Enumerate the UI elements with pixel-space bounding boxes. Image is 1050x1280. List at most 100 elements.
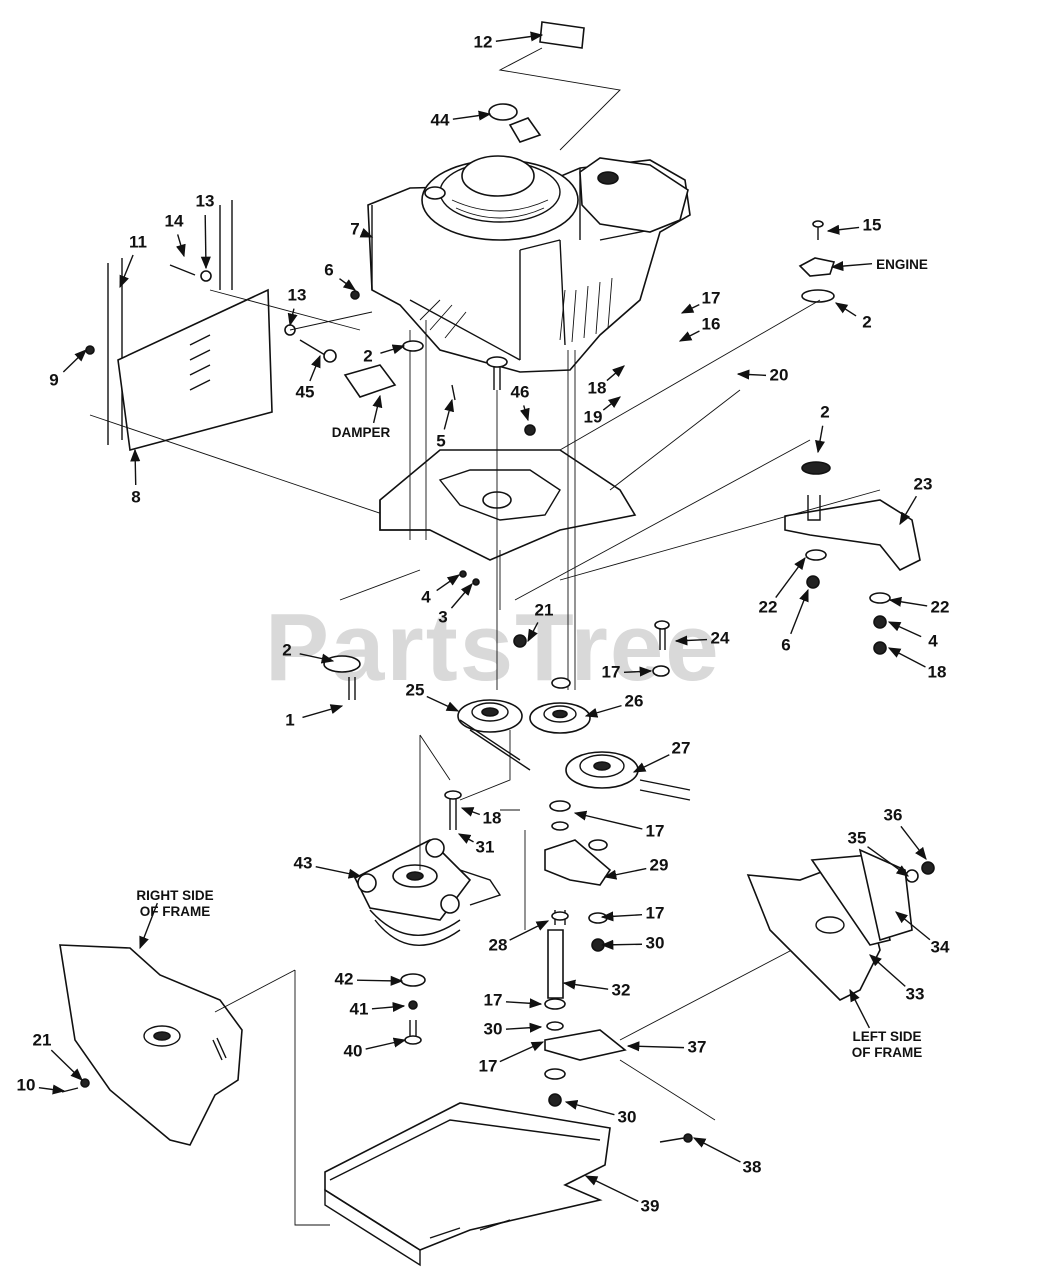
- engine-mounting-plate: [339, 290, 821, 690]
- part-number-c8: 8: [131, 487, 140, 506]
- leader-arrow-c11: [119, 254, 134, 289]
- part-number-c33: 33: [906, 984, 925, 1003]
- part-number-c3: 3: [438, 607, 447, 626]
- leader-arrow-c28: [509, 920, 550, 941]
- part-number-c15: 15: [863, 215, 882, 234]
- text-label-line: OF FRAME: [852, 1045, 923, 1060]
- leader-arrow-c25: [426, 695, 460, 712]
- idler-bracket: [514, 439, 921, 655]
- part-number-c17e: 17: [484, 990, 503, 1009]
- leader-arrow-c15: [826, 224, 860, 235]
- leader-arrow-c17b: [623, 666, 653, 677]
- part-number-c30c: 30: [618, 1107, 637, 1126]
- callout-layer: 1244713141161392455468152171618192022322…: [17, 31, 950, 1215]
- leader-arrow-c31: [457, 833, 474, 844]
- leader-arrow-c46: [519, 405, 530, 422]
- engine-assembly: [367, 21, 836, 390]
- idler-arm-assembly: [500, 800, 831, 1121]
- leader-arrow-c22b: [888, 596, 928, 607]
- leader-arrow-c19: [602, 396, 621, 411]
- part-number-c2c: 2: [820, 402, 829, 421]
- leader-arrow-c21b: [50, 1049, 83, 1081]
- leader-arrow-c8: [130, 448, 141, 486]
- part-number-c45: 45: [296, 382, 315, 401]
- leader-arrow-c6a: [339, 278, 357, 291]
- part-number-c46: 46: [511, 382, 530, 401]
- part-number-c22a: 22: [759, 597, 778, 616]
- part-number-c36: 36: [884, 805, 903, 824]
- part-number-c23: 23: [914, 474, 933, 493]
- part-number-c17a: 17: [702, 288, 721, 307]
- part-number-c7: 7: [350, 219, 359, 238]
- electric-clutch: [353, 730, 511, 1045]
- leader-arrow-c14: [175, 234, 186, 258]
- leader-arrow-c7: [359, 228, 374, 238]
- part-number-c9: 9: [49, 370, 58, 389]
- leader-arrow-c9: [62, 349, 87, 373]
- part-number-c30b: 30: [484, 1019, 503, 1038]
- part-number-c27: 27: [672, 738, 691, 757]
- part-number-c2d: 2: [282, 640, 291, 659]
- part-number-c14: 14: [165, 211, 184, 230]
- leader-arrow-c4a: [887, 621, 922, 638]
- leader-arrow-c17f: [499, 1041, 545, 1063]
- part-number-c42: 42: [335, 969, 354, 988]
- right-side-frame: [59, 944, 296, 1146]
- left-side-frame: [746, 848, 935, 1001]
- part-number-c32: 32: [612, 980, 631, 999]
- part-number-c41: 41: [350, 999, 369, 1018]
- leader-arrow-c2d: [299, 653, 335, 664]
- part-number-c2b: 2: [862, 312, 871, 331]
- leader-arrow-c13b: [287, 308, 298, 327]
- part-number-c18b: 18: [928, 662, 947, 681]
- part-number-c30a: 30: [646, 933, 665, 952]
- leader-arrow-c4b: [436, 574, 461, 592]
- leader-arrow-c36: [900, 825, 927, 860]
- part-number-c17d: 17: [646, 903, 665, 922]
- leader-arrow-c2b: [834, 302, 857, 317]
- frame-tray: [294, 970, 693, 1267]
- leader-arrow-c3: [450, 583, 473, 609]
- leader-arrow-c13a: [200, 214, 211, 270]
- leader-arrow-c26: [584, 704, 622, 718]
- leader-arrow-c24: [674, 635, 708, 646]
- part-number-c1: 1: [285, 710, 294, 729]
- part-number-c11: 11: [129, 232, 147, 251]
- leader-arrow-c1: [302, 704, 344, 719]
- leader-arrow-c5: [443, 398, 455, 430]
- leader-arrow-c18b: [887, 647, 926, 668]
- leader-arrow-c6b: [790, 588, 809, 635]
- part-number-c39: 39: [641, 1196, 660, 1215]
- part-number-c20: 20: [770, 365, 789, 384]
- part-number-c24: 24: [711, 628, 730, 647]
- text-label-line: LEFT SIDE: [852, 1029, 921, 1044]
- leader-arrow-c37: [626, 1041, 685, 1052]
- leader-arrow-c33: [869, 954, 906, 987]
- part-number-c21a: 21: [535, 600, 554, 619]
- leader-arrow-c22a: [775, 556, 806, 598]
- side-panel-assembly: [85, 200, 401, 521]
- text-label-line: RIGHT SIDE: [136, 888, 213, 903]
- leader-arrow-c17d: [600, 911, 643, 922]
- part-number-c17b: 17: [602, 662, 621, 681]
- leader-arrow-c30c: [564, 1100, 615, 1116]
- leader-arrow-c29: [603, 867, 647, 880]
- leader-arrow-c17a: [680, 303, 700, 314]
- part-number-c13a: 13: [196, 191, 215, 210]
- part-number-c6b: 6: [781, 635, 790, 654]
- leader-arrow-c30b: [505, 1022, 543, 1033]
- leader-arrow-c18a: [606, 365, 625, 382]
- pulley-assembly: [323, 620, 691, 801]
- part-number-c26: 26: [625, 691, 644, 710]
- leader-arrow-c2a: [380, 344, 406, 355]
- leader-arrow-right-side: [139, 902, 158, 950]
- watermark-text: PartsTree: [265, 594, 721, 701]
- leader-arrow-c32: [562, 979, 609, 990]
- leader-arrow-c34: [895, 911, 931, 941]
- text-label-damper: DAMPER: [332, 425, 391, 440]
- leader-arrow-c21a: [527, 622, 539, 643]
- part-number-c16: 16: [702, 314, 721, 333]
